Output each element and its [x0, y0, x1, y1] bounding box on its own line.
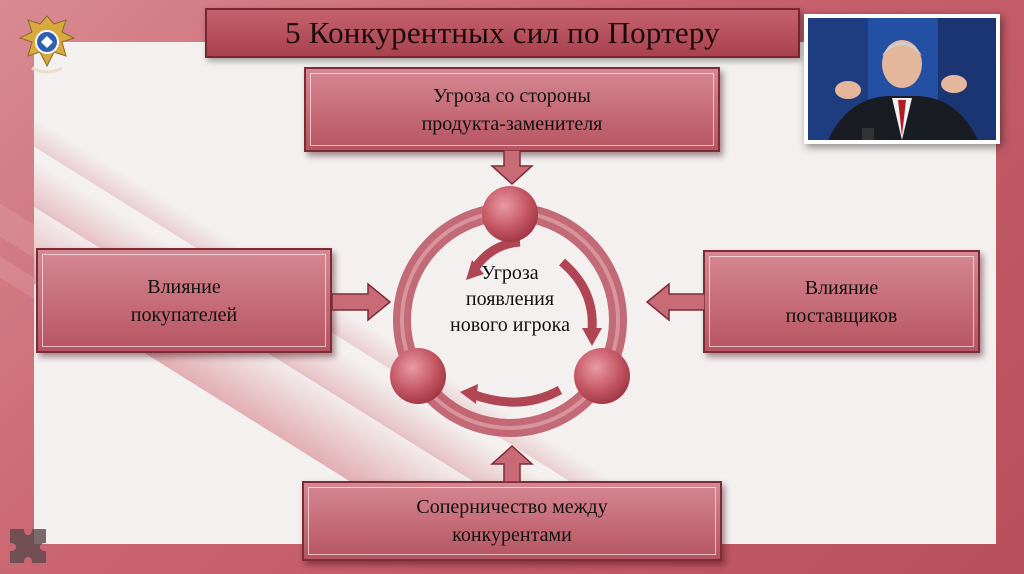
- force-label-substitutes: Угроза со стороны продукта-заменителя: [422, 82, 603, 138]
- force-box-substitutes: Угроза со стороны продукта-заменителя: [304, 67, 720, 152]
- force-label-suppliers: Влияние поставщиков: [786, 274, 898, 330]
- page-title: 5 Конкурентных сил по Портеру: [207, 10, 798, 56]
- force-label-buyers: Влияние покупателей: [131, 273, 237, 329]
- puzzle-icon: [8, 527, 48, 565]
- center-label: Угроза появления нового игрока: [420, 260, 600, 338]
- force-label-rivalry: Соперничество между конкурентами: [416, 493, 607, 549]
- emblem-icon: [14, 10, 80, 80]
- arrow-down-icon: [490, 150, 534, 186]
- arrow-left-icon: [645, 282, 705, 322]
- force-box-buyers: Влияние покупателей: [36, 248, 332, 353]
- arrow-up-icon: [490, 444, 534, 482]
- portrait-illustration: [808, 18, 996, 140]
- photo-portrait: [804, 14, 1000, 144]
- force-box-rivalry: Соперничество между конкурентами: [302, 481, 722, 561]
- arrow-right-icon: [332, 282, 392, 322]
- title-bar: 5 Конкурентных сил по Портеру: [205, 8, 800, 58]
- force-box-suppliers: Влияние поставщиков: [703, 250, 980, 353]
